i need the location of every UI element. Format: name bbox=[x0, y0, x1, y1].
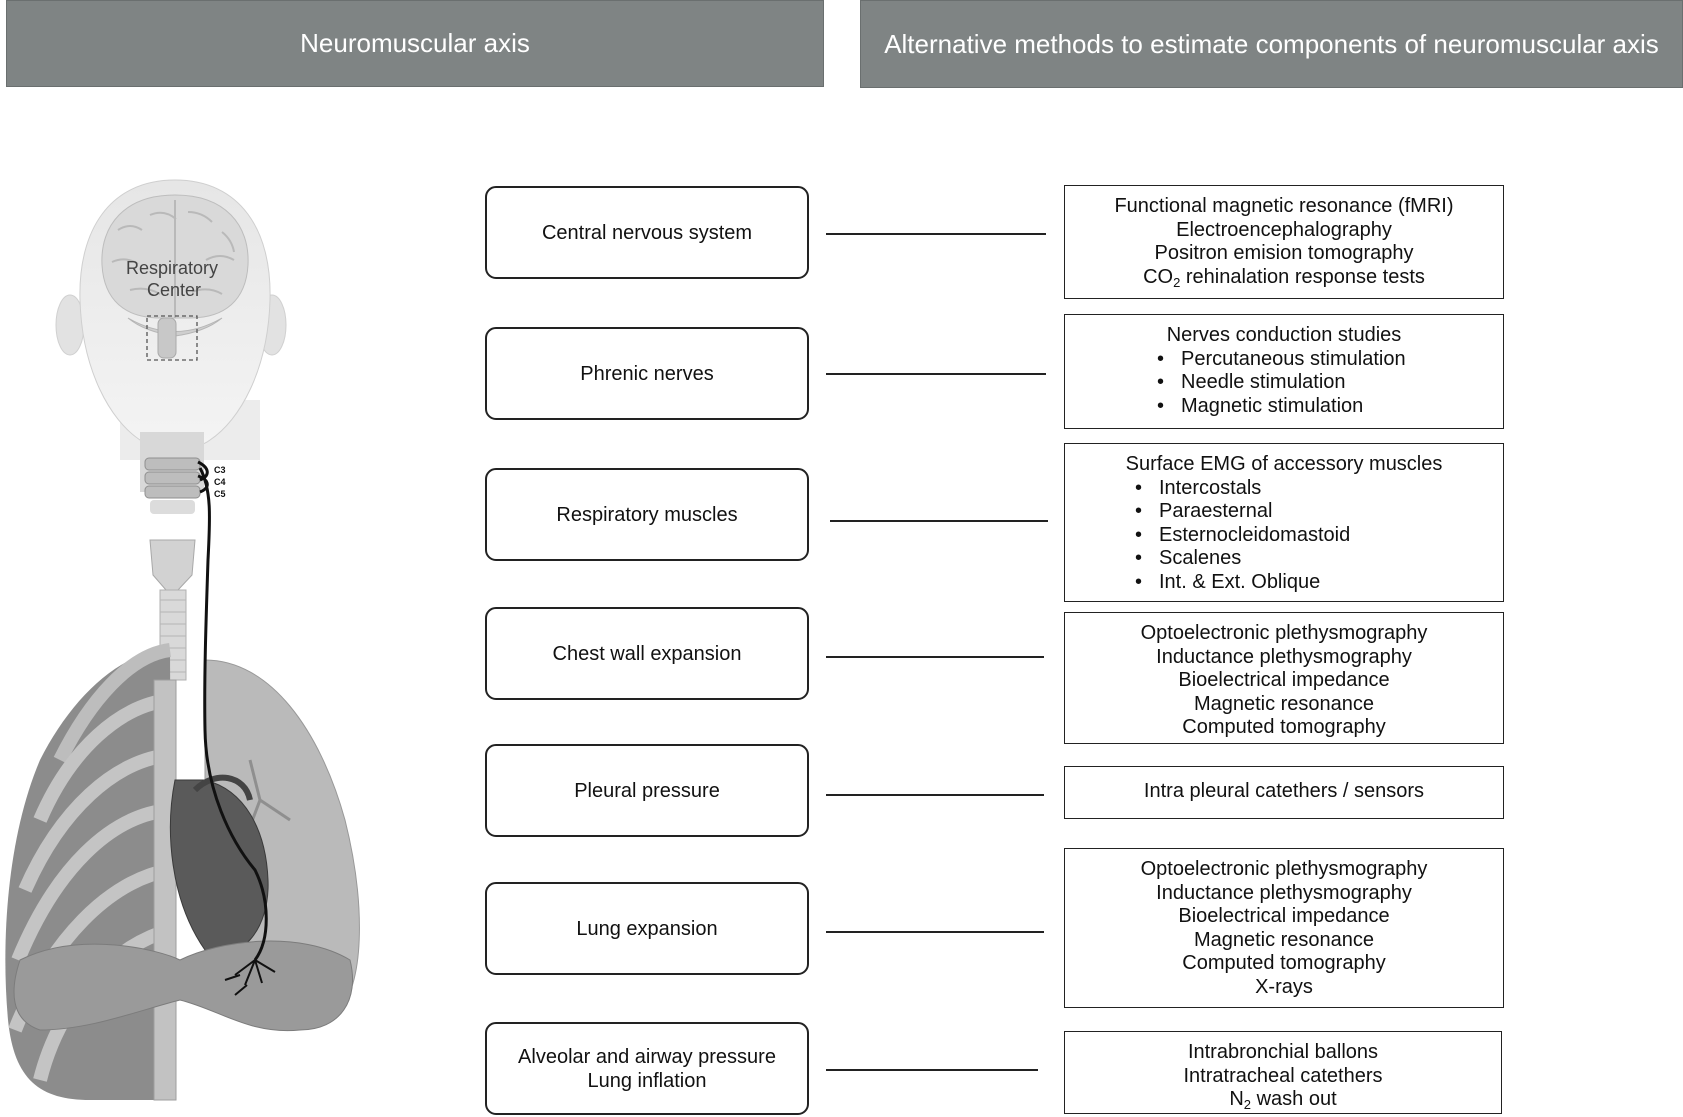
method-line: Optoelectronic plethysmography bbox=[1140, 858, 1428, 880]
connector-line bbox=[826, 1069, 1038, 1071]
method-line: Intrabronchial ballons bbox=[1187, 1041, 1379, 1063]
component-label: Phrenic nerves bbox=[580, 362, 714, 385]
component-chest-wall-expansion: Chest wall expansion bbox=[485, 607, 809, 700]
connector-line bbox=[826, 373, 1046, 375]
method-line: Functional magnetic resonance (fMRI) bbox=[1114, 195, 1454, 217]
method-line: Optoelectronic plethysmography bbox=[1140, 622, 1428, 644]
method-bullet: Percutaneous stimulation bbox=[1157, 348, 1503, 372]
methods-alveolar-airway-pressure: Intrabronchial ballons Intratracheal cat… bbox=[1064, 1031, 1502, 1114]
methods-pleural-pressure: Intra pleural catethers / sensors bbox=[1064, 766, 1504, 819]
component-label: Lung expansion bbox=[576, 917, 718, 940]
component-label: Chest wall expansion bbox=[552, 642, 742, 665]
connector-line bbox=[826, 656, 1044, 658]
method-bullet: Magnetic stimulation bbox=[1157, 395, 1503, 419]
method-heading: Nerves conduction studies bbox=[1166, 324, 1402, 346]
methods-central-nervous-system: Functional magnetic resonance (fMRI) Ele… bbox=[1064, 185, 1504, 299]
methods-lung-expansion: Optoelectronic plethysmography Inductanc… bbox=[1064, 848, 1504, 1008]
component-alveolar-airway-pressure: Alveolar and airway pressure Lung inflat… bbox=[485, 1022, 809, 1115]
respiratory-center-label: Respiratory Center bbox=[126, 258, 218, 300]
method-line-n2: N2 wash out bbox=[1229, 1088, 1337, 1113]
header-left-label: Neuromuscular axis bbox=[300, 28, 530, 58]
header-alternative-methods: Alternative methods to estimate componen… bbox=[860, 0, 1683, 88]
anatomy-illustration: Respiratory Center C3 C4 C5 bbox=[5, 179, 360, 1101]
respiratory-center-line1: Respiratory bbox=[126, 258, 218, 278]
connector-line bbox=[826, 794, 1044, 796]
method-line: Bioelectrical impedance bbox=[1178, 905, 1390, 928]
header-right-label: Alternative methods to estimate componen… bbox=[884, 28, 1659, 59]
connector-line bbox=[830, 520, 1048, 522]
method-line: Electroencephalography bbox=[1176, 218, 1392, 241]
component-label: Pleural pressure bbox=[574, 779, 720, 802]
cervical-spine-icon bbox=[140, 432, 204, 514]
methods-respiratory-muscles: Surface EMG of accessory muscles Interco… bbox=[1064, 443, 1504, 602]
method-line: Computed tomography bbox=[1182, 952, 1386, 975]
component-respiratory-muscles: Respiratory muscles bbox=[485, 468, 809, 561]
component-phrenic-nerves: Phrenic nerves bbox=[485, 327, 809, 420]
diaphragm-icon bbox=[13, 940, 354, 1032]
method-line: Intratracheal catethers bbox=[1183, 1064, 1383, 1087]
component-pleural-pressure: Pleural pressure bbox=[485, 744, 809, 837]
method-line: Intra pleural catethers / sensors bbox=[1143, 780, 1425, 802]
phrenic-nerve-icon bbox=[197, 460, 276, 996]
method-line: Inductance plethysmography bbox=[1156, 645, 1412, 668]
method-bullet: Scalenes bbox=[1135, 547, 1503, 571]
methods-chest-wall-expansion: Optoelectronic plethysmography Inductanc… bbox=[1064, 612, 1504, 744]
vertebra-c4-label: C4 bbox=[214, 477, 226, 487]
method-line: Magnetic resonance bbox=[1193, 692, 1375, 715]
method-bullet: Intercostals bbox=[1135, 477, 1503, 501]
component-lung-expansion: Lung expansion bbox=[485, 882, 809, 975]
method-line: Computed tomography bbox=[1182, 716, 1386, 739]
method-line: X-rays bbox=[1255, 975, 1313, 998]
method-line: Positron emision tomography bbox=[1154, 242, 1414, 265]
method-line: Inductance plethysmography bbox=[1156, 881, 1412, 904]
method-bullet: Esternocleidomastoid bbox=[1135, 524, 1503, 548]
vertebra-c3-label: C3 bbox=[214, 465, 226, 475]
method-line: Bioelectrical impedance bbox=[1178, 669, 1390, 692]
component-label: Respiratory muscles bbox=[556, 503, 738, 526]
respiratory-center-line2: Center bbox=[147, 280, 201, 300]
method-bullet: Int. & Ext. Oblique bbox=[1135, 571, 1503, 595]
connector-line bbox=[826, 233, 1046, 235]
method-bullet: Needle stimulation bbox=[1157, 371, 1503, 395]
trachea-icon bbox=[149, 539, 196, 681]
header-neuromuscular-axis: Neuromuscular axis bbox=[6, 0, 824, 87]
method-line-co2: CO2 rehinalation response tests bbox=[1143, 265, 1425, 290]
respiratory-center-marker bbox=[146, 315, 198, 361]
method-bullet: Paraesternal bbox=[1135, 500, 1503, 524]
method-line: Magnetic resonance bbox=[1193, 928, 1375, 951]
rib-cage-icon bbox=[5, 643, 177, 1101]
vertebra-c5-label: C5 bbox=[214, 489, 226, 499]
brain-icon bbox=[101, 194, 249, 359]
connector-line bbox=[826, 931, 1044, 933]
component-label: Central nervous system bbox=[541, 221, 753, 244]
method-heading: Surface EMG of accessory muscles bbox=[1125, 453, 1443, 475]
component-label-line2: Lung inflation bbox=[587, 1069, 707, 1092]
methods-phrenic-nerves: Nerves conduction studies Percutaneous s… bbox=[1064, 314, 1504, 429]
component-central-nervous-system: Central nervous system bbox=[485, 186, 809, 279]
component-label-line1: Alveolar and airway pressure bbox=[518, 1045, 776, 1068]
